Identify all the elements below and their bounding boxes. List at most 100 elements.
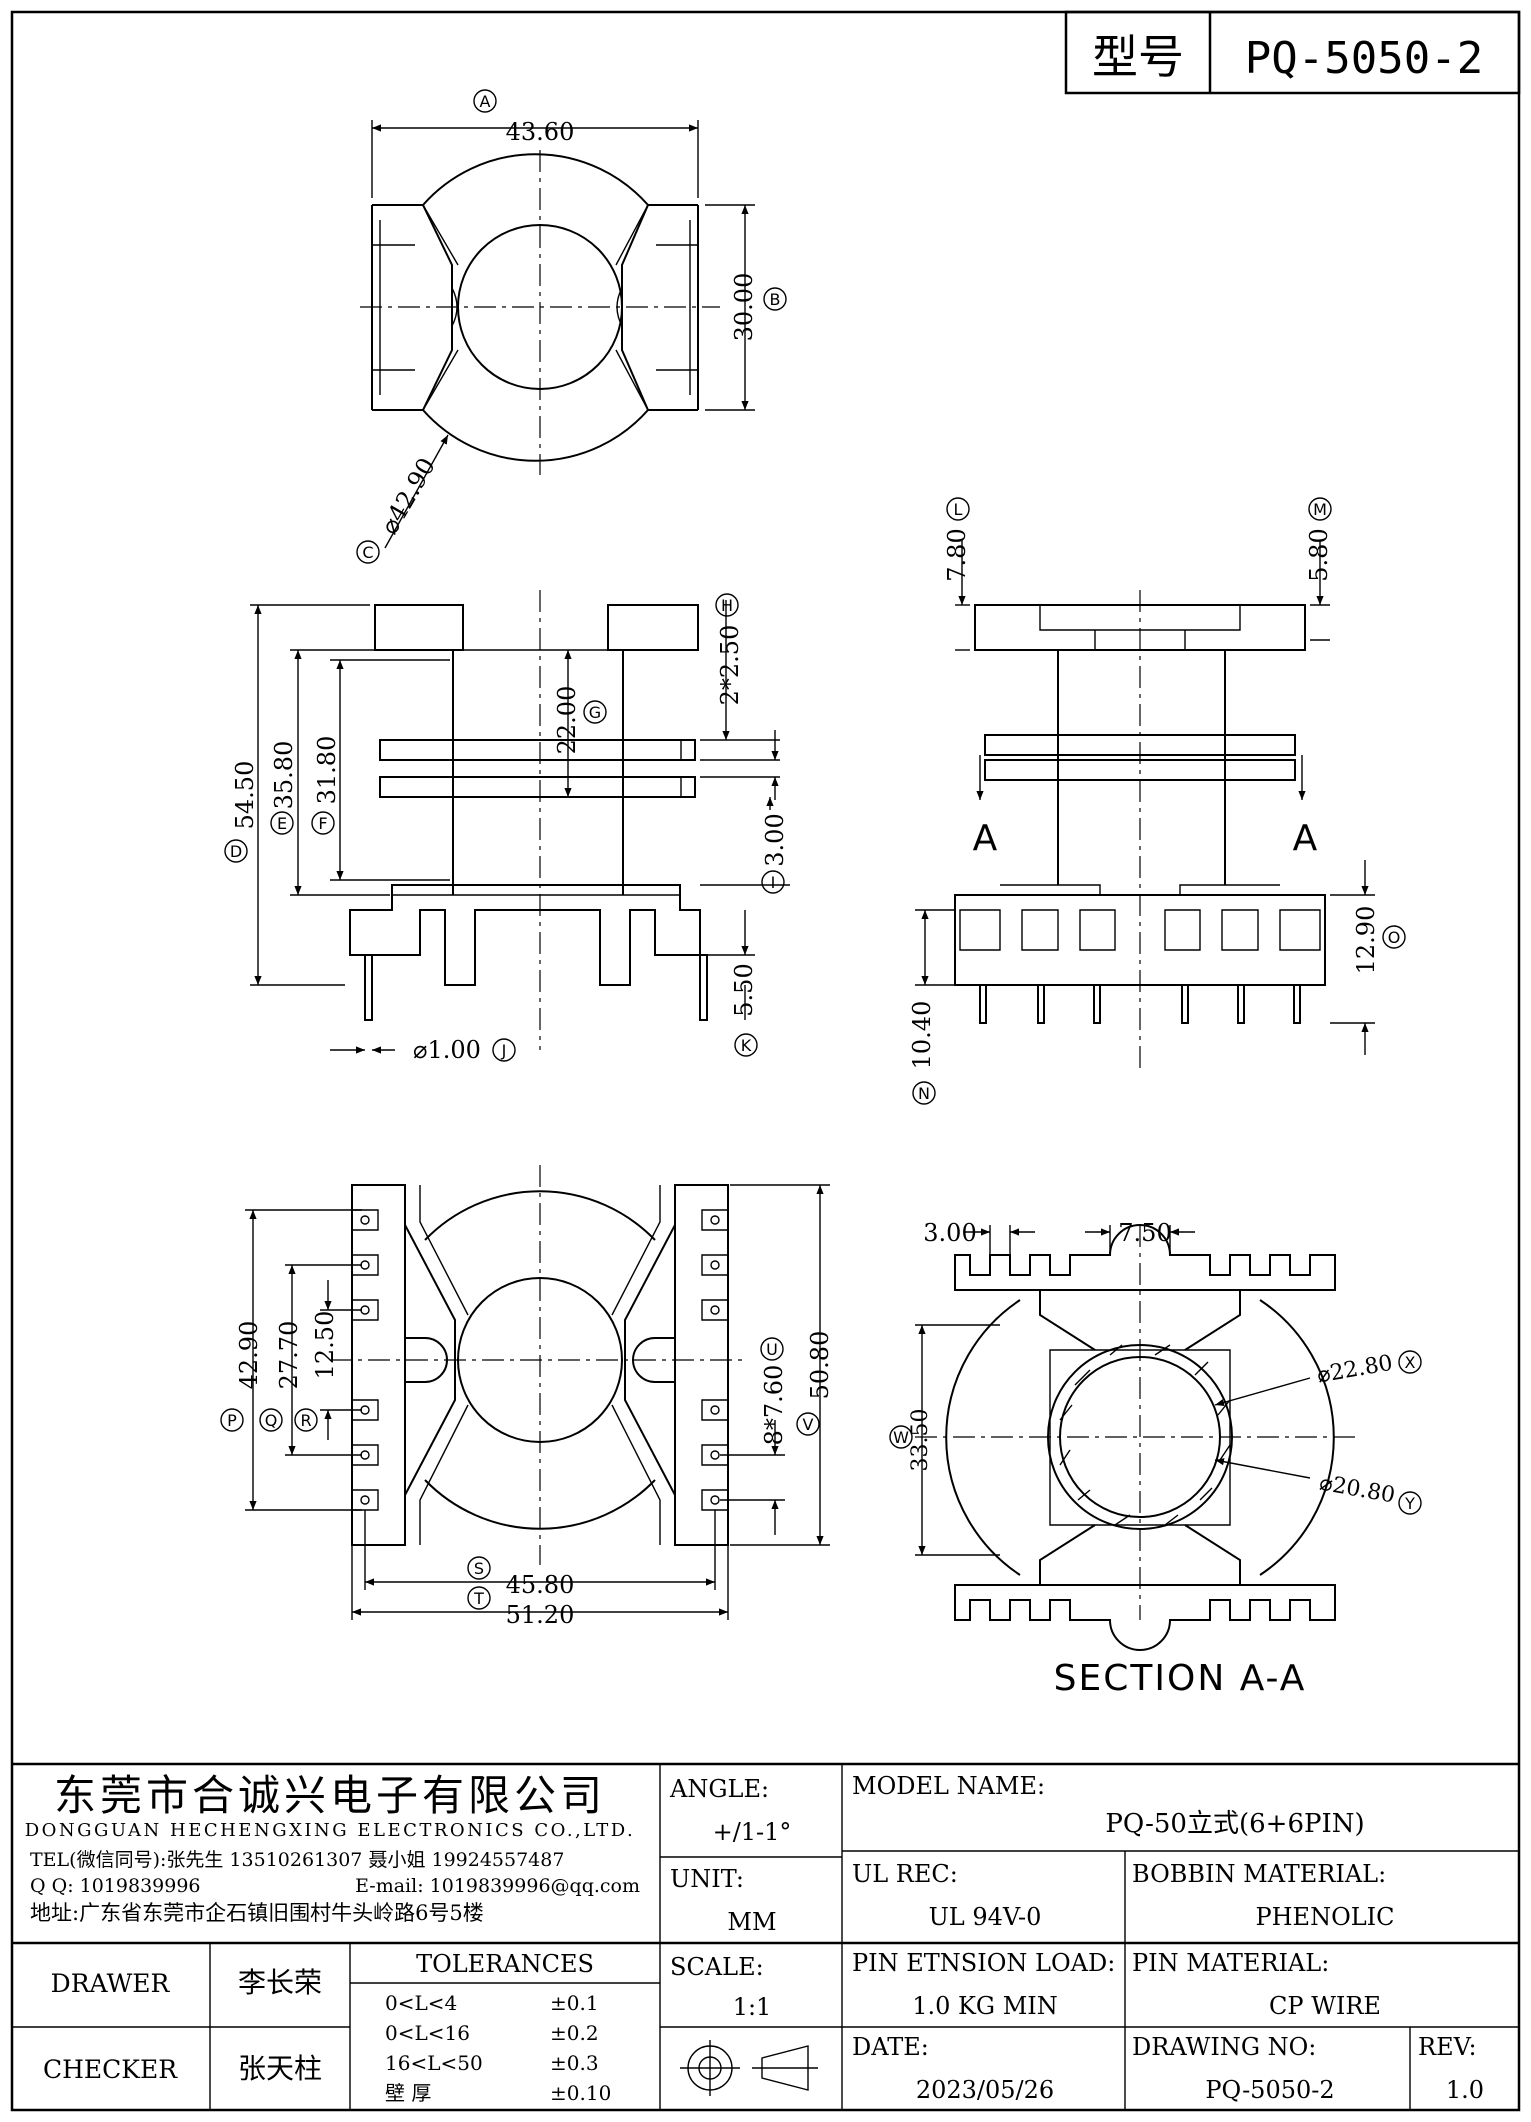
dim-section-right-value: 7.50 bbox=[1118, 1219, 1171, 1247]
dim-v-value: 50.80 bbox=[806, 1331, 834, 1400]
dim-y-value: ⌀20.80 bbox=[1317, 1471, 1396, 1509]
scale-value: 1:1 bbox=[733, 1993, 772, 2021]
bottom-view: 42.90 P 27.70 Q 12.50 R 8*7.60 U 50.80 V bbox=[220, 1165, 834, 1629]
dim-m-value: 5.80 bbox=[1305, 528, 1333, 581]
dim-q-value: 27.70 bbox=[275, 1321, 303, 1390]
title-block: 东莞市合诚兴电子有限公司 DONGGUAN HECHENGXING ELECTR… bbox=[12, 1762, 1519, 2110]
dim-m-tag: M bbox=[1313, 500, 1327, 519]
model-name-label: MODEL NAME: bbox=[852, 1772, 1045, 1800]
dim-g-value: 22.00 bbox=[553, 686, 581, 755]
dim-o-value: 12.90 bbox=[1352, 906, 1380, 975]
tolerance-range: 0<L<4 bbox=[385, 1991, 457, 2015]
model-label: 型号 bbox=[1092, 30, 1184, 84]
dim-l-tag: L bbox=[954, 500, 963, 519]
drawer-label: DRAWER bbox=[51, 1969, 171, 1998]
dim-l-value: 7.80 bbox=[943, 528, 971, 581]
angle-label: ANGLE: bbox=[669, 1775, 769, 1803]
scale-label: SCALE: bbox=[670, 1953, 764, 1981]
dim-x-tag: X bbox=[1405, 1353, 1416, 1372]
projection-symbol-icon bbox=[680, 2040, 818, 2096]
front-view: 54.50 D 35.80 E 31.80 F 22.00 G 2*2.50 H bbox=[224, 590, 790, 1064]
dim-q-tag: Q bbox=[265, 1411, 278, 1430]
angle-value: +/1-1° bbox=[713, 1818, 792, 1846]
dim-f-value: 31.80 bbox=[313, 736, 341, 805]
tolerance-value: ±0.1 bbox=[550, 1991, 599, 2015]
dim-h-tag: H bbox=[721, 596, 733, 615]
sheet-border bbox=[10, 10, 1521, 2112]
dim-n-value: 10.40 bbox=[908, 1001, 936, 1070]
tolerance-value: ±0.2 bbox=[550, 2021, 599, 2045]
date-value: 2023/05/26 bbox=[916, 2076, 1054, 2104]
company-name-en: DONGGUAN HECHENGXING ELECTRONICS CO.,LTD… bbox=[25, 1820, 636, 1841]
section-mark-right: A bbox=[1293, 818, 1318, 859]
dim-i-value: 3.00 bbox=[761, 813, 789, 866]
dim-w-tag: W bbox=[893, 1428, 909, 1447]
tolerance-range: 16<L<50 bbox=[385, 2051, 483, 2075]
ul-value: UL 94V-0 bbox=[929, 1903, 1042, 1931]
dim-section-left-value: 3.00 bbox=[923, 1219, 976, 1247]
dim-e-tag: E bbox=[277, 814, 287, 833]
side-view: A A 7.80 L 5.80 M 12.90 bbox=[908, 497, 1406, 1105]
dim-a-tag: A bbox=[480, 92, 491, 111]
company-name-cn: 东莞市合诚兴电子有限公司 bbox=[54, 1771, 606, 1820]
pin-load-value: 1.0 KG MIN bbox=[912, 1992, 1058, 2020]
tolerance-value: ±0.3 bbox=[550, 2051, 599, 2075]
dim-e-value: 35.80 bbox=[270, 741, 298, 810]
dim-p-tag: P bbox=[227, 1411, 237, 1430]
unit-value: MM bbox=[727, 1908, 776, 1936]
top-view: 43.60 A 30.00 B ⌀42.90 C bbox=[356, 89, 787, 564]
dim-j-value: ⌀1.00 bbox=[413, 1036, 481, 1064]
tolerance-range: 0<L<16 bbox=[385, 2021, 470, 2045]
dim-r-value: 12.50 bbox=[311, 1311, 339, 1380]
dim-b-value: 30.00 bbox=[730, 273, 758, 342]
tolerances-title: TOLERANCES bbox=[416, 1950, 594, 1978]
drawer-name: 李长荣 bbox=[238, 1966, 322, 1999]
dim-y-tag: Y bbox=[1404, 1494, 1415, 1513]
bobbin-material-value: PHENOLIC bbox=[1255, 1903, 1394, 1931]
dim-b-tag: B bbox=[770, 290, 781, 309]
dim-u-value: 8*7.60 bbox=[760, 1365, 788, 1446]
checker-label: CHECKER bbox=[43, 2055, 178, 2084]
dim-o-tag: O bbox=[1388, 928, 1401, 947]
pin-material-value: CP WIRE bbox=[1269, 1992, 1381, 2020]
dim-g-tag: G bbox=[589, 703, 601, 722]
dim-t-tag: T bbox=[473, 1589, 484, 1608]
ul-label: UL REC: bbox=[852, 1860, 958, 1888]
dim-x-value: ⌀22.80 bbox=[1315, 1351, 1394, 1389]
pin-material-label: PIN MATERIAL: bbox=[1132, 1949, 1329, 1977]
dim-v-tag: V bbox=[803, 1415, 814, 1434]
dim-i-tag: I bbox=[771, 873, 776, 892]
pin-load-label: PIN ETNSION LOAD: bbox=[852, 1949, 1115, 1977]
date-label: DATE: bbox=[852, 2033, 929, 2061]
drawing-no-value: PQ-5050-2 bbox=[1205, 2076, 1334, 2104]
contact-qq: Q Q: 1019839996 bbox=[30, 1875, 201, 1897]
drawing-no-label: DRAWING NO: bbox=[1132, 2033, 1316, 2061]
dim-s-tag: S bbox=[474, 1559, 484, 1578]
contact-email: E-mail: 1019839996@qq.com bbox=[355, 1875, 640, 1897]
dim-h-value: 2*2.50 bbox=[716, 625, 744, 706]
dim-k-value: 5.50 bbox=[730, 963, 758, 1016]
dim-c-value: ⌀42.90 bbox=[375, 453, 441, 539]
dim-j-tag: J bbox=[501, 1041, 507, 1060]
unit-label: UNIT: bbox=[670, 1865, 744, 1893]
dim-r-tag: R bbox=[300, 1411, 311, 1430]
section-title: SECTION A-A bbox=[1054, 1658, 1307, 1699]
contact-tel: TEL(微信同号):张先生 13510261307 聂小姐 1992455748… bbox=[30, 1849, 564, 1871]
dim-k-tag: K bbox=[741, 1036, 752, 1055]
model-value: PQ-5050-2 bbox=[1245, 33, 1483, 84]
dim-t-value: 51.20 bbox=[506, 1601, 575, 1629]
header-model-box: 型号 PQ-5050-2 bbox=[1064, 10, 1521, 95]
section-view: 3.00 7.50 ⌀22.80 X ⌀20.80 Y 33.50 W SECT… bbox=[889, 1219, 1422, 1699]
tolerance-range: 壁 厚 bbox=[385, 2081, 431, 2105]
dim-a-value: 43.60 bbox=[506, 118, 575, 146]
model-name-value: PQ-50立式(6+6PIN) bbox=[1105, 1809, 1364, 1839]
rev-label: REV: bbox=[1418, 2033, 1477, 2061]
tolerance-value: ±0.10 bbox=[550, 2081, 611, 2105]
dim-d-tag: D bbox=[230, 842, 242, 861]
bobbin-material-label: BOBBIN MATERIAL: bbox=[1132, 1860, 1386, 1888]
dim-f-tag: F bbox=[318, 814, 327, 833]
dim-c-tag: C bbox=[362, 543, 373, 562]
dim-p-value: 42.90 bbox=[235, 1321, 263, 1390]
dim-d-value: 54.50 bbox=[231, 761, 259, 830]
